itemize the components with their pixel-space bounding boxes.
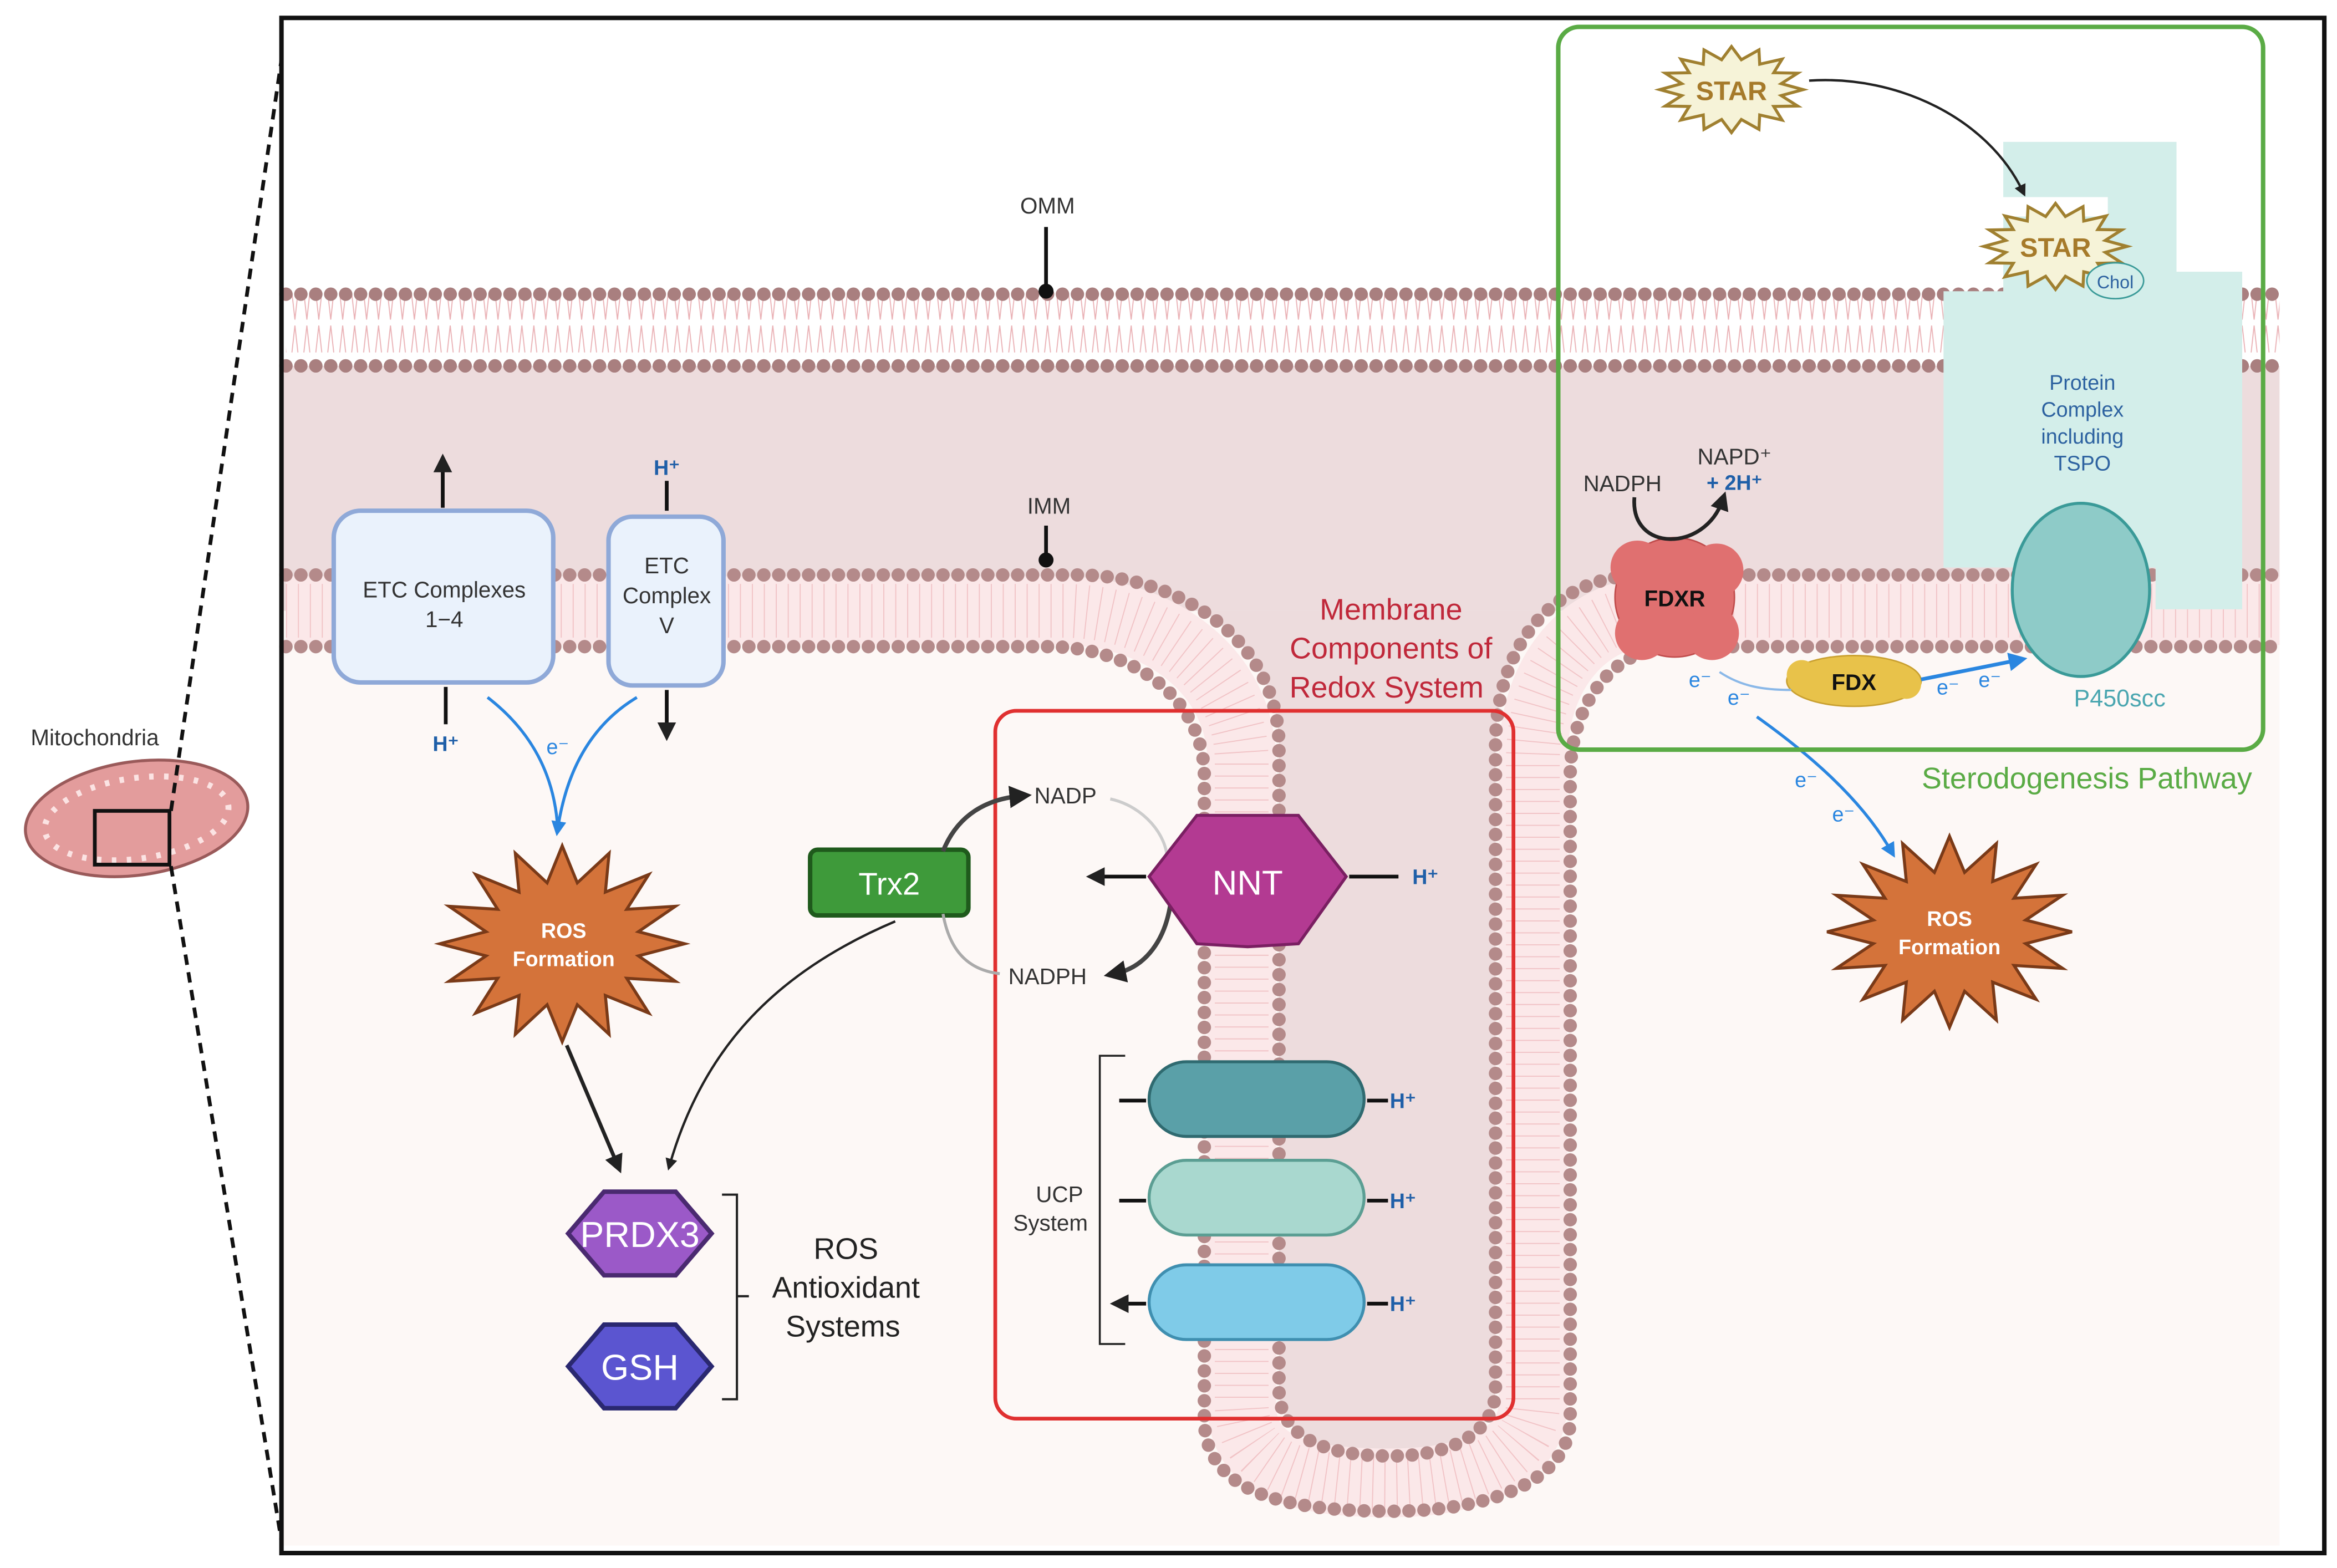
electron-leak-arrow [486,696,638,829]
mitochondria-icon [24,758,250,878]
imm-pointer [1038,552,1054,568]
protein-label-3: including [2041,425,2124,448]
cholesterol [2086,262,2145,300]
etc-complexes-1-4 [331,508,556,685]
h-plus-label: H⁺ [1390,1089,1416,1112]
prdx3-hexagon [565,1189,715,1278]
nadp-arrow [941,786,1032,852]
steroidogenesis-title: Sterodogenesis Pathway [1922,762,2252,795]
h-plus-label: H⁺ [1412,865,1438,888]
nadph-oxidation-arrow [1632,491,1729,541]
nadph-label: NADPH [1009,964,1087,989]
electron-label: e⁻ [1728,686,1750,709]
h-plus-label: H⁺ [1390,1189,1416,1213]
electron-label: e⁻ [1689,668,1712,691]
etc-v-label-1: ETC [644,553,689,578]
inner-mitochondrial-membrane [279,568,2287,1518]
h-plus-label: H⁺ [432,732,459,756]
etc-complexes-label: ETC Complexes [363,577,526,602]
ros-formation-burst [434,842,691,1046]
ucp-2 [1147,1159,1366,1237]
zoom-line-bottom [169,866,283,1542]
redox-system-box [993,709,1516,1421]
ucp-1 [1147,1060,1366,1138]
electron-label: e⁻ [1937,675,1959,699]
nadp-label: NADP [1035,783,1097,808]
main-frame [279,16,2327,1556]
ros-label: ROS [541,919,587,942]
mitochondria-label: Mitochondria [30,725,159,750]
etc-v-label-3: V [659,613,674,638]
antioxidant-label-3: Systems [786,1310,900,1343]
fdxr-enzyme [1610,537,1744,660]
h-plus-label: H⁺ [1390,1292,1416,1316]
protein-label: Protein [2049,371,2115,394]
ros-label: ROS [1927,907,1972,930]
etc-v-label-2: Complex [623,583,711,608]
omm-pointer [1038,283,1054,299]
gsh-hexagon [565,1322,715,1411]
electron-label: e⁻ [1978,668,2001,691]
electron-label: e⁻ [546,735,569,758]
trx2-label: Trx2 [858,866,920,901]
electron-label: e⁻ [1832,802,1855,826]
etc-complex-v [606,514,726,688]
steroidogenesis-box [1556,24,2265,752]
omm-label: OMM [1020,193,1075,218]
star-protein [1654,44,1809,135]
fdx-label: FDX [1831,669,1876,695]
zoom-line-top [169,59,283,811]
antioxidant-label: ROS [813,1232,878,1265]
electron-leak-arrow-right [1756,715,1895,858]
ros-to-prdx3-arrow [564,1045,623,1174]
protein-label-2: Complex [2041,398,2124,421]
nnt-hexagon [1147,813,1348,949]
protein-label-4: TSPO [2054,451,2111,475]
h-plus-label: H⁺ [654,456,680,479]
fdxr-label: FDXR [1644,586,1705,611]
trx2-box [808,847,971,918]
ucp-label-2: System [1013,1210,1088,1235]
ros-formation-burst-right [1826,832,2073,1032]
redox-title-2: Components of [1290,632,1493,665]
ros-label-2: Formation [1898,935,2000,959]
ucp-system [1098,1055,1388,1345]
nadph-arrow [1103,895,1174,982]
redox-title-3: Redox System [1290,671,1484,704]
star-protein-bound [1978,201,2133,292]
gsh-label: GSH [601,1347,679,1388]
trx2-to-prdx3-arrow [665,920,896,1171]
star-label: STAR [1696,76,1767,106]
nadph-label: NADPH [1584,471,1662,496]
star-label: STAR [2020,233,2091,263]
fdx-to-p450-arrow [1921,653,2028,681]
imm-label: IMM [1027,493,1071,519]
antioxidant-bracket [722,1193,749,1401]
chol-label: Chol [2097,272,2134,292]
ucp-label: UCP [1036,1182,1083,1207]
p450scc [2010,501,2151,678]
napd-label: NAPD⁺ [1698,444,1772,470]
ros-label-2: Formation [513,948,615,971]
p450scc-label: P450scc [2074,685,2166,712]
fdx-protein [1786,655,1922,707]
electron-label: e⁻ [1795,768,1817,791]
h2-label: + 2H⁺ [1707,471,1763,494]
redox-title: Membrane [1320,593,1462,627]
star-translocation-arrow [1809,79,2026,197]
nnt-label: NNT [1213,864,1283,902]
etc-complexes-number: 1−4 [425,607,464,632]
ucp-3 [1147,1263,1366,1341]
antioxidant-label-2: Antioxidant [772,1271,920,1305]
prdx3-label: PRDX3 [580,1214,700,1255]
